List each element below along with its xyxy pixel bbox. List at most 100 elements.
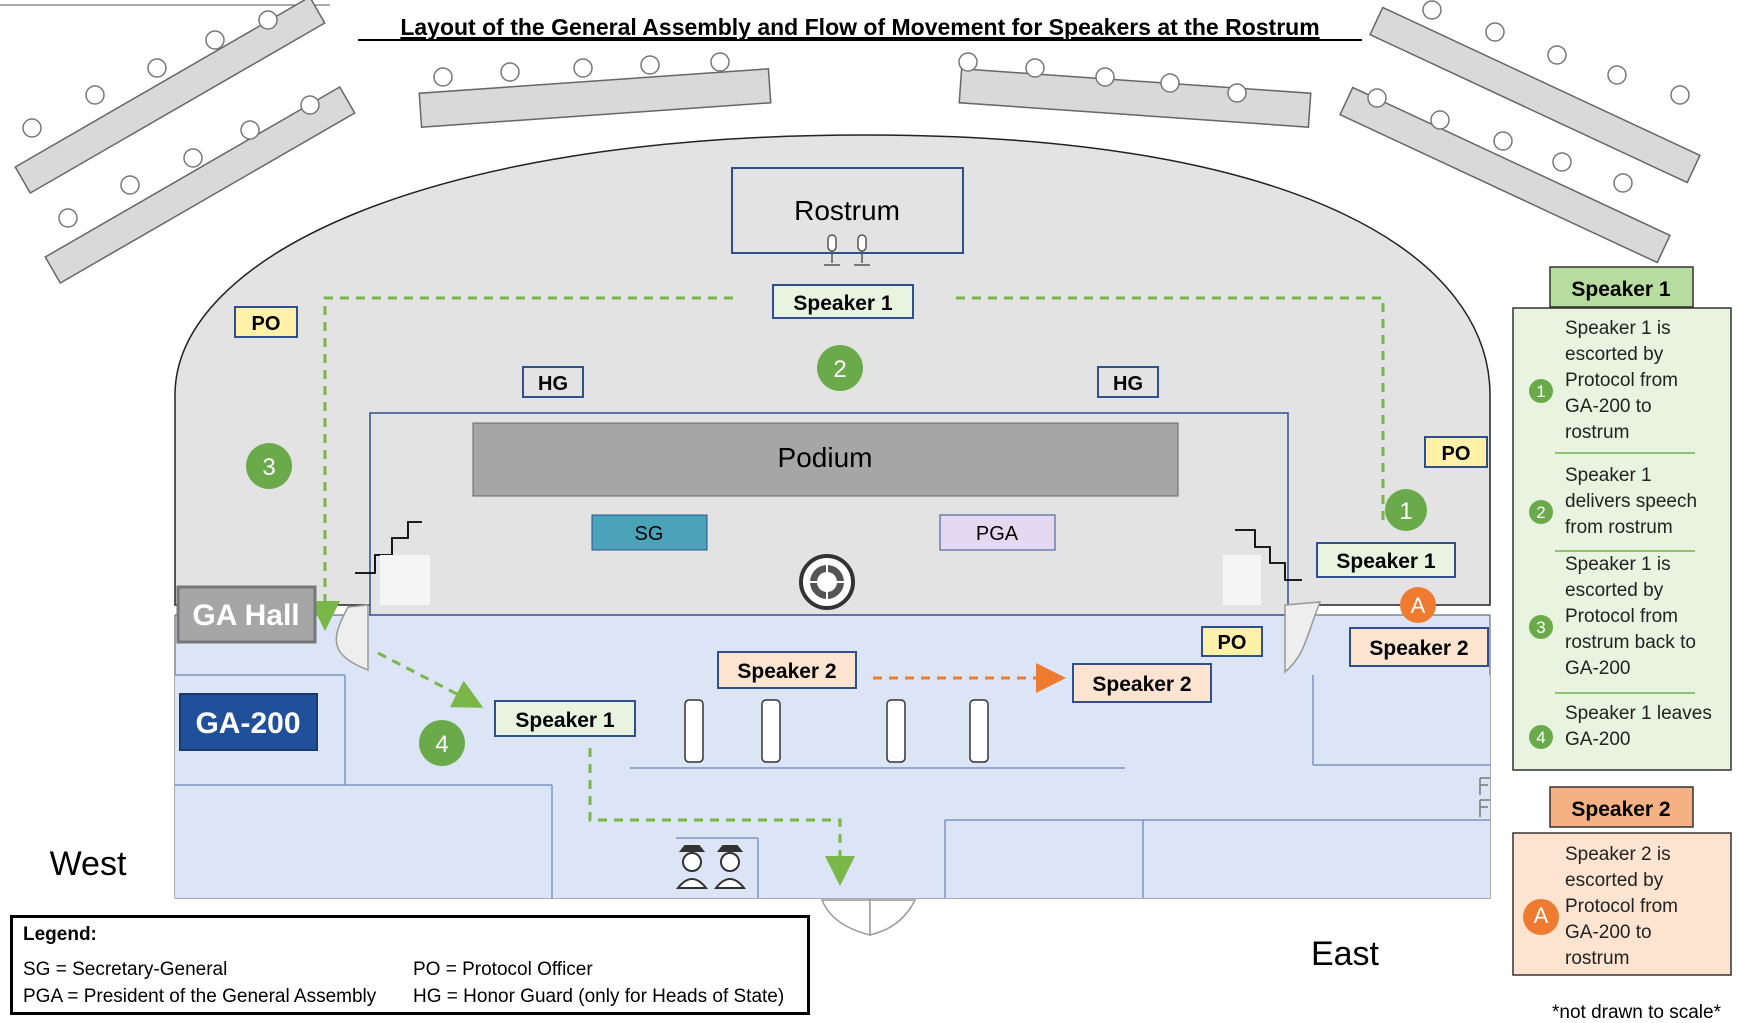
speaker1-panel-step-1-text: Speaker 1 is: [1565, 318, 1671, 339]
speaker2-panel-step-A-icon: [1523, 899, 1559, 935]
east-label: East: [1311, 935, 1380, 973]
svg-text:Speaker 2: Speaker 2: [737, 660, 836, 683]
sg-seat: [591, 514, 708, 551]
svg-text:PO: PO: [252, 313, 281, 335]
ga-hall-label: GA Hall: [176, 585, 317, 644]
legend-item-hg: HG = Honor Guard (only for Heads of Stat…: [413, 986, 785, 1007]
stair-landing-left: [380, 555, 430, 605]
stairs: [355, 521, 1302, 581]
speaker1-panel-header: Speaker 1: [1571, 278, 1671, 301]
hg-tag-left: HG: [522, 366, 584, 398]
speaker1-tag-rostrum: Speaker 1: [772, 284, 914, 319]
rostrum-label: Rostrum: [794, 195, 900, 226]
speaker1-panel-step-4-text: Speaker 1 leaves: [1565, 703, 1712, 724]
svg-text:Speaker 1: Speaker 1: [515, 709, 615, 732]
podium-label: Podium: [778, 442, 873, 473]
svg-text:Speaker 1: Speaker 1: [793, 292, 893, 315]
doors: [335, 601, 1322, 936]
speaker2-panel-step-A-text: escorted by: [1565, 870, 1664, 891]
speaker2-panel-step-A-text: Protocol from: [1565, 896, 1678, 917]
svg-text:2: 2: [833, 356, 846, 383]
po-tag-east: PO: [1424, 436, 1488, 468]
not-to-scale-note: *not drawn to scale*: [1552, 1002, 1722, 1023]
speaker1-panel-step-4-text: GA-200: [1565, 729, 1630, 750]
speaker1-panel-step-2-text: Speaker 1: [1565, 465, 1652, 486]
svg-text:A: A: [1411, 593, 1426, 618]
stair-landing-right: [1223, 555, 1261, 605]
legend-item-po: PO = Protocol Officer: [413, 959, 593, 980]
svg-text:Speaker 2: Speaker 2: [1369, 637, 1468, 660]
step-3-marker: 3: [246, 443, 292, 489]
west-label: West: [50, 845, 127, 883]
speaker1-panel-step-3-number: 3: [1536, 618, 1545, 637]
hg-tag-right: HG: [1097, 366, 1159, 398]
flag-icon: [1479, 777, 1490, 817]
speaker1-panel-step-2-number: 2: [1536, 503, 1545, 522]
rostrum: [731, 167, 964, 254]
svg-text:HG: HG: [538, 373, 568, 395]
step-4-marker: 4: [419, 720, 465, 766]
svg-text:HG: HG: [1113, 373, 1143, 395]
speaker2-panel: Speaker 2 A Speaker 2 is escorted by Protoc…: [1512, 786, 1732, 976]
speaker2-tag-left: Speaker 2: [717, 651, 857, 689]
speaker2-tag-right: Speaker 2: [1349, 627, 1489, 667]
speaker1-panel-step-1-text: Protocol from: [1565, 370, 1678, 391]
svg-text:PO: PO: [1442, 443, 1471, 465]
speaker1-panel-step-1-number: 1: [1536, 382, 1545, 401]
speaker1-panel-step-3-icon: [1529, 615, 1553, 639]
speaker1-panel-step-1-text: escorted by: [1565, 344, 1664, 365]
chairs: [684, 699, 989, 763]
delegate-seating: [14, 0, 1701, 285]
microphone-icon: [824, 234, 870, 266]
sg-label: SG: [635, 523, 664, 545]
step-a-marker: A: [1400, 587, 1436, 623]
legend-item-sg: SG = Secretary-General: [23, 959, 228, 980]
legend-item-pga: PGA = President of the General Assembly: [23, 986, 377, 1007]
speaker1-panel-step-1-text: rostrum: [1565, 422, 1629, 443]
speaker2-tag-middle: Speaker 2: [1072, 663, 1212, 703]
un-emblem-icon: [799, 554, 855, 610]
svg-text:Speaker 1: Speaker 1: [1336, 550, 1436, 573]
speaker1-panel-step-3-text: escorted by: [1565, 580, 1664, 601]
speaker1-path: [310, 296, 1385, 886]
svg-text:3: 3: [262, 454, 275, 481]
speaker1-panel: Speaker 1 1 Speaker 1 is escorted by Protoc…: [1512, 266, 1732, 771]
podium: [472, 422, 1179, 497]
legend-title: Legend:: [23, 924, 97, 945]
po-tag-floor: PO: [1201, 626, 1263, 657]
security-guard-icon: [675, 845, 747, 889]
speaker1-panel-step-3-text: Protocol from: [1565, 606, 1678, 627]
speaker1-panel-step-1-icon: [1529, 379, 1553, 403]
po-tag-west: PO: [234, 306, 298, 338]
room-walls: [175, 674, 1490, 898]
speaker2-panel-step-A-text: rostrum: [1565, 948, 1629, 969]
speaker1-tag-lower: Speaker 1: [494, 700, 636, 737]
legend: Legend: SG = Secretary-General PGA = Pre…: [10, 915, 810, 1015]
svg-text:4: 4: [435, 731, 448, 758]
speaker1-panel-step-3-text: rostrum back to: [1565, 632, 1696, 653]
svg-text:Speaker 2: Speaker 2: [1092, 673, 1191, 696]
svg-text:1: 1: [1399, 498, 1412, 525]
step-1-marker: 1: [1385, 489, 1427, 531]
pga-label: PGA: [976, 523, 1019, 545]
speaker2-panel-header: Speaker 2: [1571, 798, 1670, 821]
svg-text:PO: PO: [1218, 632, 1247, 654]
svg-text:GA Hall: GA Hall: [192, 599, 299, 632]
speaker2-panel-step-A-text: GA-200 to: [1565, 922, 1652, 943]
pga-seat: [939, 514, 1056, 551]
delegate-chairs: [22, 0, 1690, 228]
ga-200-label: GA-200: [179, 693, 318, 751]
speaker1-panel-step-4-number: 4: [1536, 728, 1545, 747]
speaker1-panel-step-4-icon: [1529, 725, 1553, 749]
svg-text:GA-200: GA-200: [195, 707, 300, 740]
speaker1-panel-step-2-text: from rostrum: [1565, 517, 1673, 538]
step-2-marker: 2: [817, 345, 863, 391]
speaker2-panel-step-A-text: Speaker 2 is: [1565, 844, 1671, 865]
speaker1-panel-step-2-icon: [1529, 500, 1553, 524]
speaker1-tag-right: Speaker 1: [1316, 542, 1456, 578]
speaker1-panel-step-1-text: GA-200 to: [1565, 396, 1652, 417]
speaker2-panel-step-A-number: A: [1534, 903, 1549, 928]
diagram-title: Layout of the General Assembly and Flow …: [400, 14, 1319, 40]
speaker1-panel-step-3-text: GA-200: [1565, 658, 1630, 679]
